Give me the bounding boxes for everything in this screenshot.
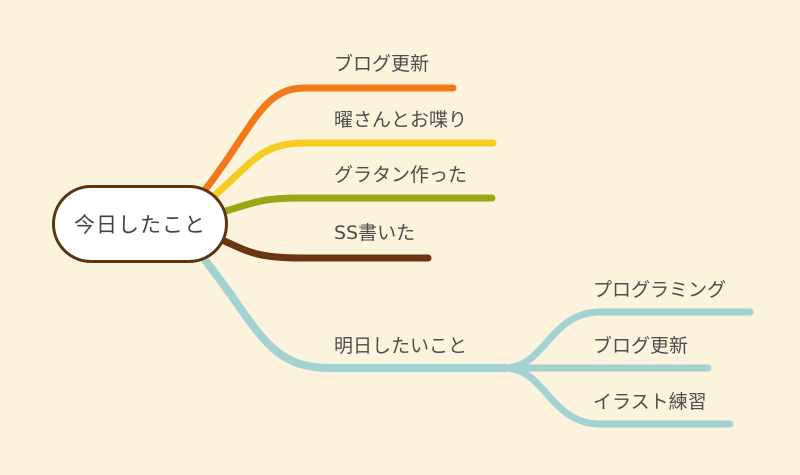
branch-line-ss: [218, 236, 432, 262]
branch-label-chat[interactable]: 曜さんとお喋り: [334, 109, 468, 131]
central-topic-label: 今日したこと: [74, 213, 206, 237]
branch-label-gratin[interactable]: グラタン作った: [334, 164, 468, 186]
branch-label-tomorrow[interactable]: 明日したいこと: [334, 335, 468, 357]
branch-line-chat: [211, 139, 497, 199]
branch-label-ss[interactable]: SS書いた: [334, 222, 416, 244]
central-topic-node[interactable]: 今日したこと: [52, 185, 228, 263]
sub-branch-label-programming[interactable]: プログラミング: [593, 279, 727, 301]
branch-line-tomorrow: [201, 256, 509, 372]
branch-label-blog-update[interactable]: ブログ更新: [334, 53, 430, 75]
branch-line-blog: [201, 84, 457, 194]
sub-branch-label-blog-update[interactable]: ブログ更新: [593, 335, 689, 357]
sub-branch-label-illustration[interactable]: イラスト練習: [593, 391, 707, 413]
sub-branch-line-illustration: [501, 364, 734, 428]
branch-line-gratin: [218, 194, 496, 216]
